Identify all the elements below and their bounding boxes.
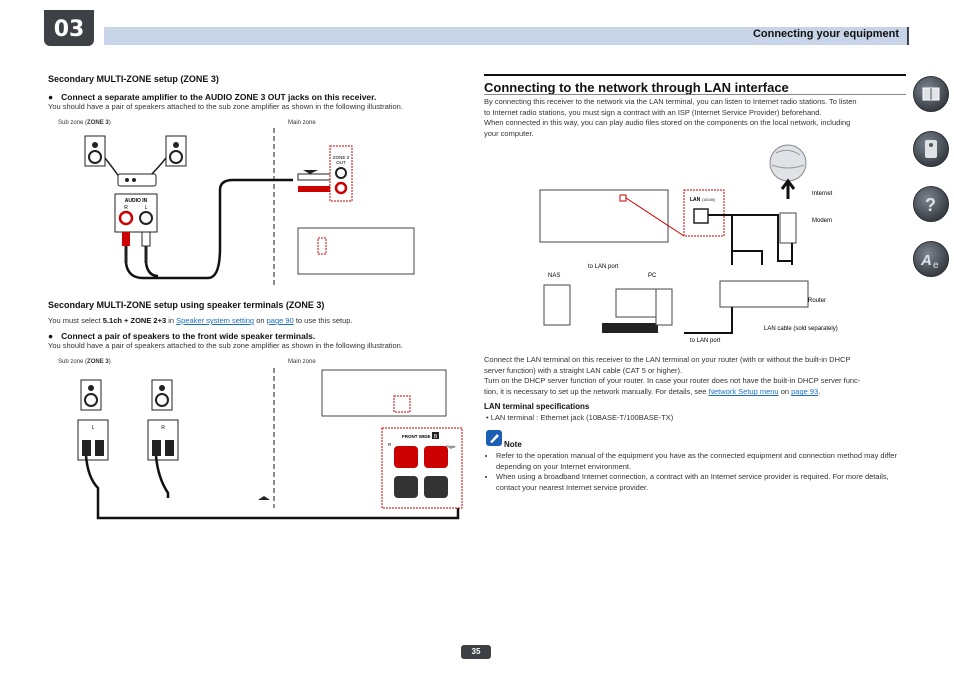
audio-in-r: R bbox=[124, 205, 128, 211]
notes-list: Refer to the operation manual of the equ… bbox=[486, 451, 908, 494]
section2-bullet: ●Connect a pair of speakers to the front… bbox=[48, 331, 316, 341]
sub-zone-caption-1: Sub zone (ZONE 3) bbox=[58, 120, 111, 126]
front-wide-speaker-diagram: L R FRONT WIDE / B R Right bbox=[77, 368, 463, 520]
section1-heading: Secondary MULTI-ZONE setup (ZONE 3) bbox=[48, 74, 219, 84]
modem-label: Modem bbox=[812, 218, 832, 224]
section2-bullet-text: Connect a pair of speakers to the front … bbox=[61, 331, 316, 341]
network-intro: By connecting this receiver to the netwo… bbox=[484, 97, 857, 139]
page-93-link[interactable]: page 93 bbox=[791, 387, 819, 397]
note-label: Note bbox=[504, 440, 522, 449]
audio-in-l: L bbox=[145, 205, 148, 211]
lan-spec-item: • LAN terminal : Ethernet jack (10BASE-T… bbox=[486, 413, 674, 422]
speaker-system-setting-link[interactable]: Speaker system setting bbox=[176, 316, 255, 325]
header-title: Connecting your equipment bbox=[752, 28, 899, 40]
note-icon bbox=[486, 430, 502, 446]
zone3-amplifier-diagram: AUDIO IN R L ZONE 3 OUT bbox=[84, 128, 415, 288]
front-wide-b-label: B bbox=[434, 434, 438, 440]
question-icon[interactable]: ? bbox=[913, 186, 949, 222]
zone3-out-label-2: OUT bbox=[336, 160, 346, 165]
section1-bullet: ●Connect a separate amplifier to the AUD… bbox=[48, 92, 377, 102]
network-connect-text: Connect the LAN terminal on this receive… bbox=[484, 355, 861, 397]
terminal-right-label: Right bbox=[446, 444, 456, 449]
svg-text:?: ? bbox=[925, 195, 936, 215]
section2-must-select: You must select 5.1ch + ZONE 2+3 in Spea… bbox=[48, 316, 353, 325]
network-diagram: Internet Modem LAN (10/100) to LAN port … bbox=[539, 144, 838, 344]
sub-zone-caption-2: Sub zone (ZONE 3) bbox=[58, 359, 111, 365]
internet-label: Internet bbox=[812, 191, 833, 197]
lan-spec-label: (10/100) bbox=[702, 198, 715, 202]
pc-label: PC bbox=[648, 273, 657, 279]
nas-label: NAS bbox=[548, 273, 560, 279]
audio-in-label: AUDIO IN bbox=[125, 198, 148, 204]
note-item: Refer to the operation manual of the equ… bbox=[496, 451, 908, 472]
lan-label: LAN bbox=[690, 197, 701, 203]
section1-bullet-text: Connect a separate amplifier to the AUDI… bbox=[61, 92, 377, 102]
front-wide-label: FRONT WIDE / bbox=[402, 434, 434, 439]
zone3-out-label-1: ZONE 3 bbox=[333, 155, 350, 160]
terminal-r-label: R bbox=[388, 442, 392, 447]
lan-spec-heading: LAN terminal specifications bbox=[484, 402, 590, 411]
chapter-number: 03 bbox=[44, 10, 94, 46]
section2-text: You should have a pair of speakers attac… bbox=[48, 341, 403, 350]
right-speaker bbox=[165, 135, 187, 167]
left-speaker bbox=[84, 135, 106, 167]
network-setup-menu-link[interactable]: Network Setup menu bbox=[708, 387, 779, 397]
header-bar: Connecting your equipment bbox=[104, 27, 909, 45]
speaker-r-label: R bbox=[161, 425, 165, 431]
page-number: 35 bbox=[461, 645, 491, 659]
svg-text:e: e bbox=[933, 260, 939, 271]
speaker-l-label: L bbox=[92, 425, 95, 431]
book-icon[interactable] bbox=[913, 76, 949, 112]
page-90-link[interactable]: page 90 bbox=[266, 316, 294, 325]
section2-heading: Secondary MULTI-ZONE setup using speaker… bbox=[48, 300, 325, 310]
main-zone-caption-1: Main zone bbox=[288, 120, 316, 126]
note-item: When using a broadband Internet connecti… bbox=[496, 472, 908, 493]
to-lan-port-top: to LAN port bbox=[588, 264, 619, 270]
section1-text: You should have a pair of speakers attac… bbox=[48, 102, 403, 111]
svg-text:A: A bbox=[920, 252, 932, 269]
main-zone-caption-2: Main zone bbox=[288, 359, 316, 365]
lan-cable-label: LAN cable (sold separately) bbox=[764, 326, 838, 332]
network-heading: Connecting to the network through LAN in… bbox=[484, 80, 789, 95]
router-label: Router bbox=[808, 298, 826, 304]
to-lan-port-bottom: to LAN port bbox=[690, 338, 721, 344]
remote-icon[interactable] bbox=[913, 131, 949, 167]
